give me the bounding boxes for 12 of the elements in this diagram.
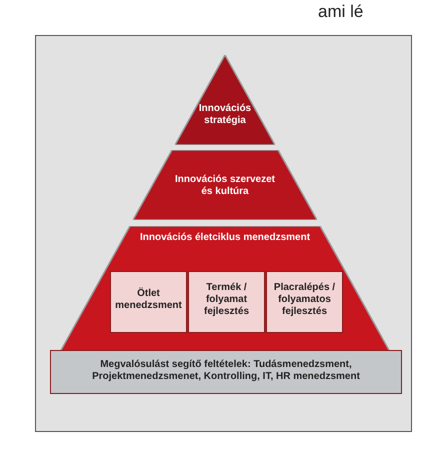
tier-label: Innovációs szervezet és kultúra — [174, 174, 276, 198]
sub-box — [110, 271, 187, 333]
tier-label: Ötlet menedzsment — [114, 288, 183, 312]
note-text: Megvalósulást segítő feltételek: Tudásmenedzsment, Projektmenedzsmenet, Kontrolling, IT, HR menedzsment — [91, 359, 361, 383]
tier-label: Placralépés / folyamatos fejlesztés — [272, 282, 336, 318]
tier-label: Innovációs stratégia — [198, 103, 252, 127]
sub-box — [188, 271, 265, 333]
tier-label: Termék / folyamat fejlesztés — [202, 282, 250, 318]
tier-label: Innovációs életciklus menedzsment — [138, 232, 312, 244]
base-band — [50, 350, 402, 394]
page-text: ami lé — [318, 2, 364, 22]
sub-box — [266, 271, 343, 333]
